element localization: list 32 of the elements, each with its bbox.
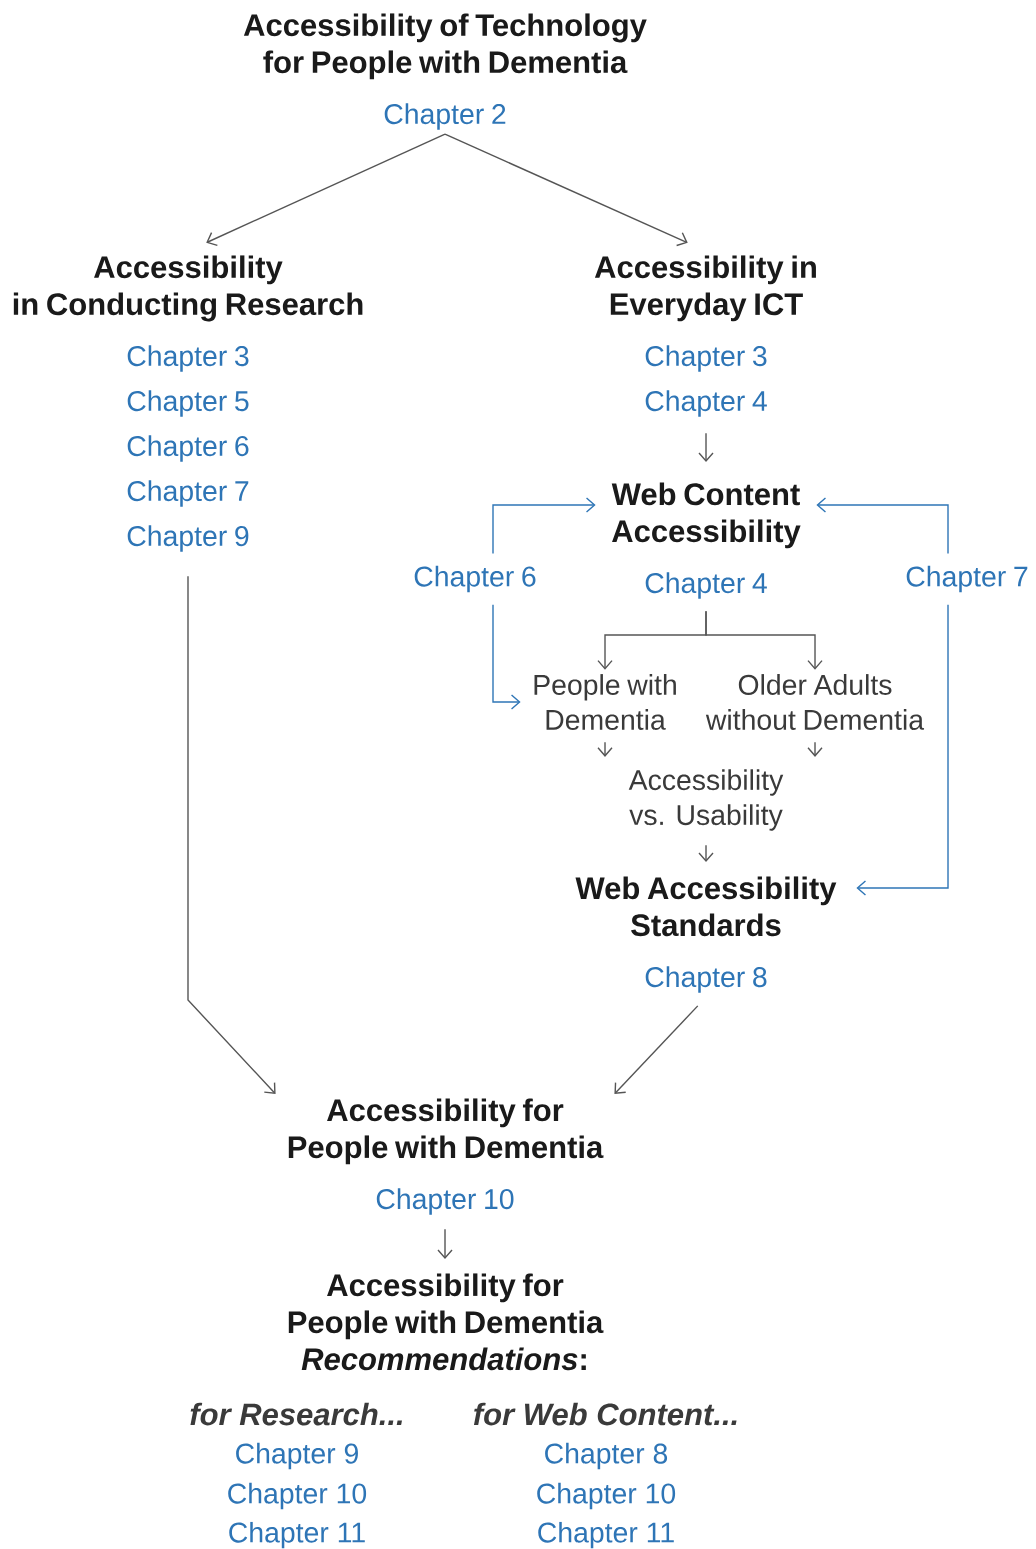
- arrow: [698, 432, 714, 462]
- chapter-label: Chapter 10: [228, 1482, 367, 1510]
- arrow: [492, 603, 521, 710]
- chapter-label: Chapter 10: [537, 1482, 676, 1510]
- arrow: [206, 133, 446, 247]
- column-heading: for Research...: [190, 1402, 402, 1426]
- chapter-label: Chapter 11: [229, 1521, 365, 1549]
- topic-heading: Web Content Accessibility Chapter 4: [611, 482, 801, 599]
- chapter-label: Chapter 8: [545, 1442, 668, 1470]
- chapter-label: Chapter 6: [414, 565, 536, 593]
- chapter-label: Chapter 7: [906, 565, 1028, 593]
- arrow: [444, 133, 688, 247]
- arrow: [492, 497, 596, 555]
- topic-text: Accessibility vs. Usability: [628, 769, 784, 831]
- topic-text: People with Dementia: [534, 674, 676, 730]
- column-heading: for Web Content...: [473, 1402, 737, 1426]
- topic-heading: Accessibility of Technology for People with Dementia Chapter 2: [243, 13, 647, 130]
- topic-heading: Accessibility for People with Dementia Chapter 10: [288, 1098, 604, 1215]
- arrow: [856, 603, 949, 896]
- arrow: [187, 575, 276, 1094]
- topic-text: Older Adults without Dementia: [705, 674, 925, 730]
- arrow: [816, 497, 949, 555]
- chapter-label: Chapter 9: [236, 1442, 358, 1470]
- arrow: [705, 610, 823, 670]
- topic-heading: Accessibility in Conducting Research Chapter 3 Chapter 5 Chapter 6 Chapter 7 Chapter 9: [13, 255, 363, 552]
- arrow: [698, 844, 714, 862]
- topic-heading: Accessibility in Everyday ICT Chapter 3 Chapter 4: [594, 255, 816, 417]
- chapter-label: Chapter 11: [538, 1521, 674, 1549]
- topic-heading: Accessibility for People with Dementia Recommendations:: [288, 1273, 604, 1371]
- arrow: [614, 1005, 699, 1094]
- topic-heading: Web Accessibility Standards Chapter 8: [575, 876, 837, 993]
- arrow: [437, 1228, 453, 1259]
